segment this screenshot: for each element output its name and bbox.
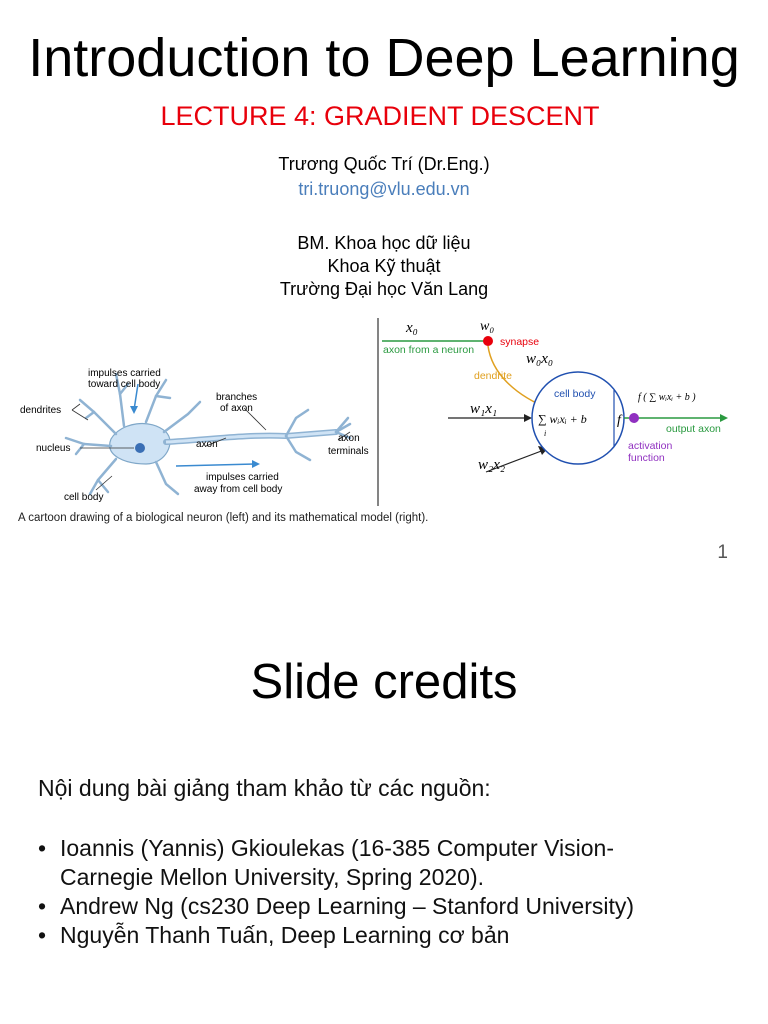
- label-sum-index: i: [544, 429, 546, 438]
- label-axon-from-neuron: axon from a neuron: [383, 344, 474, 356]
- label-x0: x₀: [405, 320, 418, 336]
- org-line-university: Trường Đại học Văn Lang: [279, 279, 489, 299]
- list-item: • Andrew Ng (cs230 Deep Learning – Stanf…: [38, 892, 738, 921]
- credit-line: Carnegie Mellon University, Spring 2020)…: [60, 864, 484, 890]
- label-axon: axon: [196, 439, 218, 450]
- organization-block: BM. Khoa học dữ liệu Khoa Kỹ thuật Trườn…: [0, 232, 768, 301]
- arrow-away-head-icon: [252, 460, 260, 468]
- label-cell-body-bio: cell body: [64, 492, 103, 503]
- author-email-link[interactable]: tri.truong@vlu.edu.vn: [298, 179, 470, 199]
- label-cell-body-model: cell body: [554, 388, 596, 400]
- input-w1-arrowhead-icon: [524, 414, 532, 422]
- org-line-department: BM. Khoa học dữ liệu: [297, 233, 471, 253]
- neuron-dendrites: [64, 372, 352, 496]
- bullet-icon: •: [38, 835, 47, 861]
- label-w1x1: w₁x₁: [470, 401, 497, 417]
- biological-neuron-drawing: impulses carried toward cell body dendri…: [20, 368, 369, 503]
- label-activation-2: function: [628, 452, 665, 464]
- arrow-away-icon: [175, 463, 257, 467]
- label-axon-terminals-1: axon: [338, 433, 360, 444]
- label-dendrite: dendrite: [474, 370, 512, 382]
- label-f: f: [617, 413, 623, 428]
- neuron-figure: impulses carried toward cell body dendri…: [20, 318, 728, 506]
- label-impulses-toward-2: toward cell body: [88, 379, 160, 390]
- label-activation-1: activation: [628, 440, 673, 452]
- label-synapse: synapse: [500, 336, 539, 348]
- slide-title: Introduction to Deep Learning: [28, 28, 740, 88]
- output-arrowhead-icon: [720, 414, 728, 422]
- label-w0x0: w₀x₀: [526, 351, 553, 367]
- synapse-dot-icon: [483, 336, 493, 346]
- figure-caption: A cartoon drawing of a biological neuron…: [18, 512, 429, 524]
- activation-dot-icon: [629, 413, 639, 423]
- credits-intro: Nội dung bài giảng tham khảo từ các nguồ…: [38, 775, 491, 801]
- list-item: • Nguyễn Thanh Tuấn, Deep Learning cơ bả…: [38, 921, 738, 950]
- credit-line: Nguyễn Thanh Tuấn, Deep Learning cơ bản: [60, 922, 510, 948]
- credits-list: • Ioannis (Yannis) Gkioulekas (16-385 Co…: [38, 834, 738, 950]
- label-impulses-away-2: away from cell body: [194, 484, 282, 495]
- credits-title: Slide credits: [250, 655, 518, 709]
- bullet-icon: •: [38, 922, 47, 948]
- label-output-axon: output axon: [666, 423, 721, 435]
- label-dendrites: dendrites: [20, 405, 61, 416]
- credit-line: Andrew Ng (cs230 Deep Learning – Stanfor…: [60, 893, 635, 919]
- credit-line: Ioannis (Yannis) Gkioulekas (16-385 Comp…: [60, 835, 614, 861]
- label-impulses-toward-1: impulses carried: [88, 368, 161, 379]
- neuron-axon-inner: [165, 430, 337, 444]
- label-w0: w₀: [480, 319, 494, 334]
- slide-1: Introduction to Deep Learning LECTURE 4:…: [0, 28, 768, 563]
- label-f-output: f ( ∑ wᵢxᵢ + b ): [638, 392, 696, 403]
- author-name: Trương Quốc Trí (Dr.Eng.): [278, 154, 490, 174]
- org-line-faculty: Khoa Kỹ thuật: [327, 256, 441, 276]
- label-axon-terminals-2: terminals: [328, 446, 369, 457]
- bullet-icon: •: [38, 893, 47, 919]
- label-w2x2: w₂x₂: [478, 457, 505, 473]
- label-branches-1: branches: [216, 392, 257, 403]
- neuron-nucleus: [135, 443, 145, 453]
- input-w2x2-line: [485, 449, 545, 473]
- lecture-subtitle: LECTURE 4: GRADIENT DESCENT: [160, 101, 600, 131]
- label-sum-expression: ∑ wᵢxᵢ + b: [538, 412, 587, 426]
- arrow-toward-icon: [133, 383, 139, 411]
- mathematical-neuron-model: x₀ w₀ synapse axon from a neuron w₀x₀ de…: [382, 319, 728, 473]
- label-branches-2: of axon: [220, 403, 253, 414]
- list-item: • Ioannis (Yannis) Gkioulekas (16-385 Co…: [38, 834, 738, 892]
- label-nucleus: nucleus: [36, 443, 70, 454]
- page-number: 1: [717, 542, 728, 563]
- label-impulses-away-1: impulses carried: [206, 472, 279, 483]
- arrow-toward-head-icon: [130, 406, 138, 414]
